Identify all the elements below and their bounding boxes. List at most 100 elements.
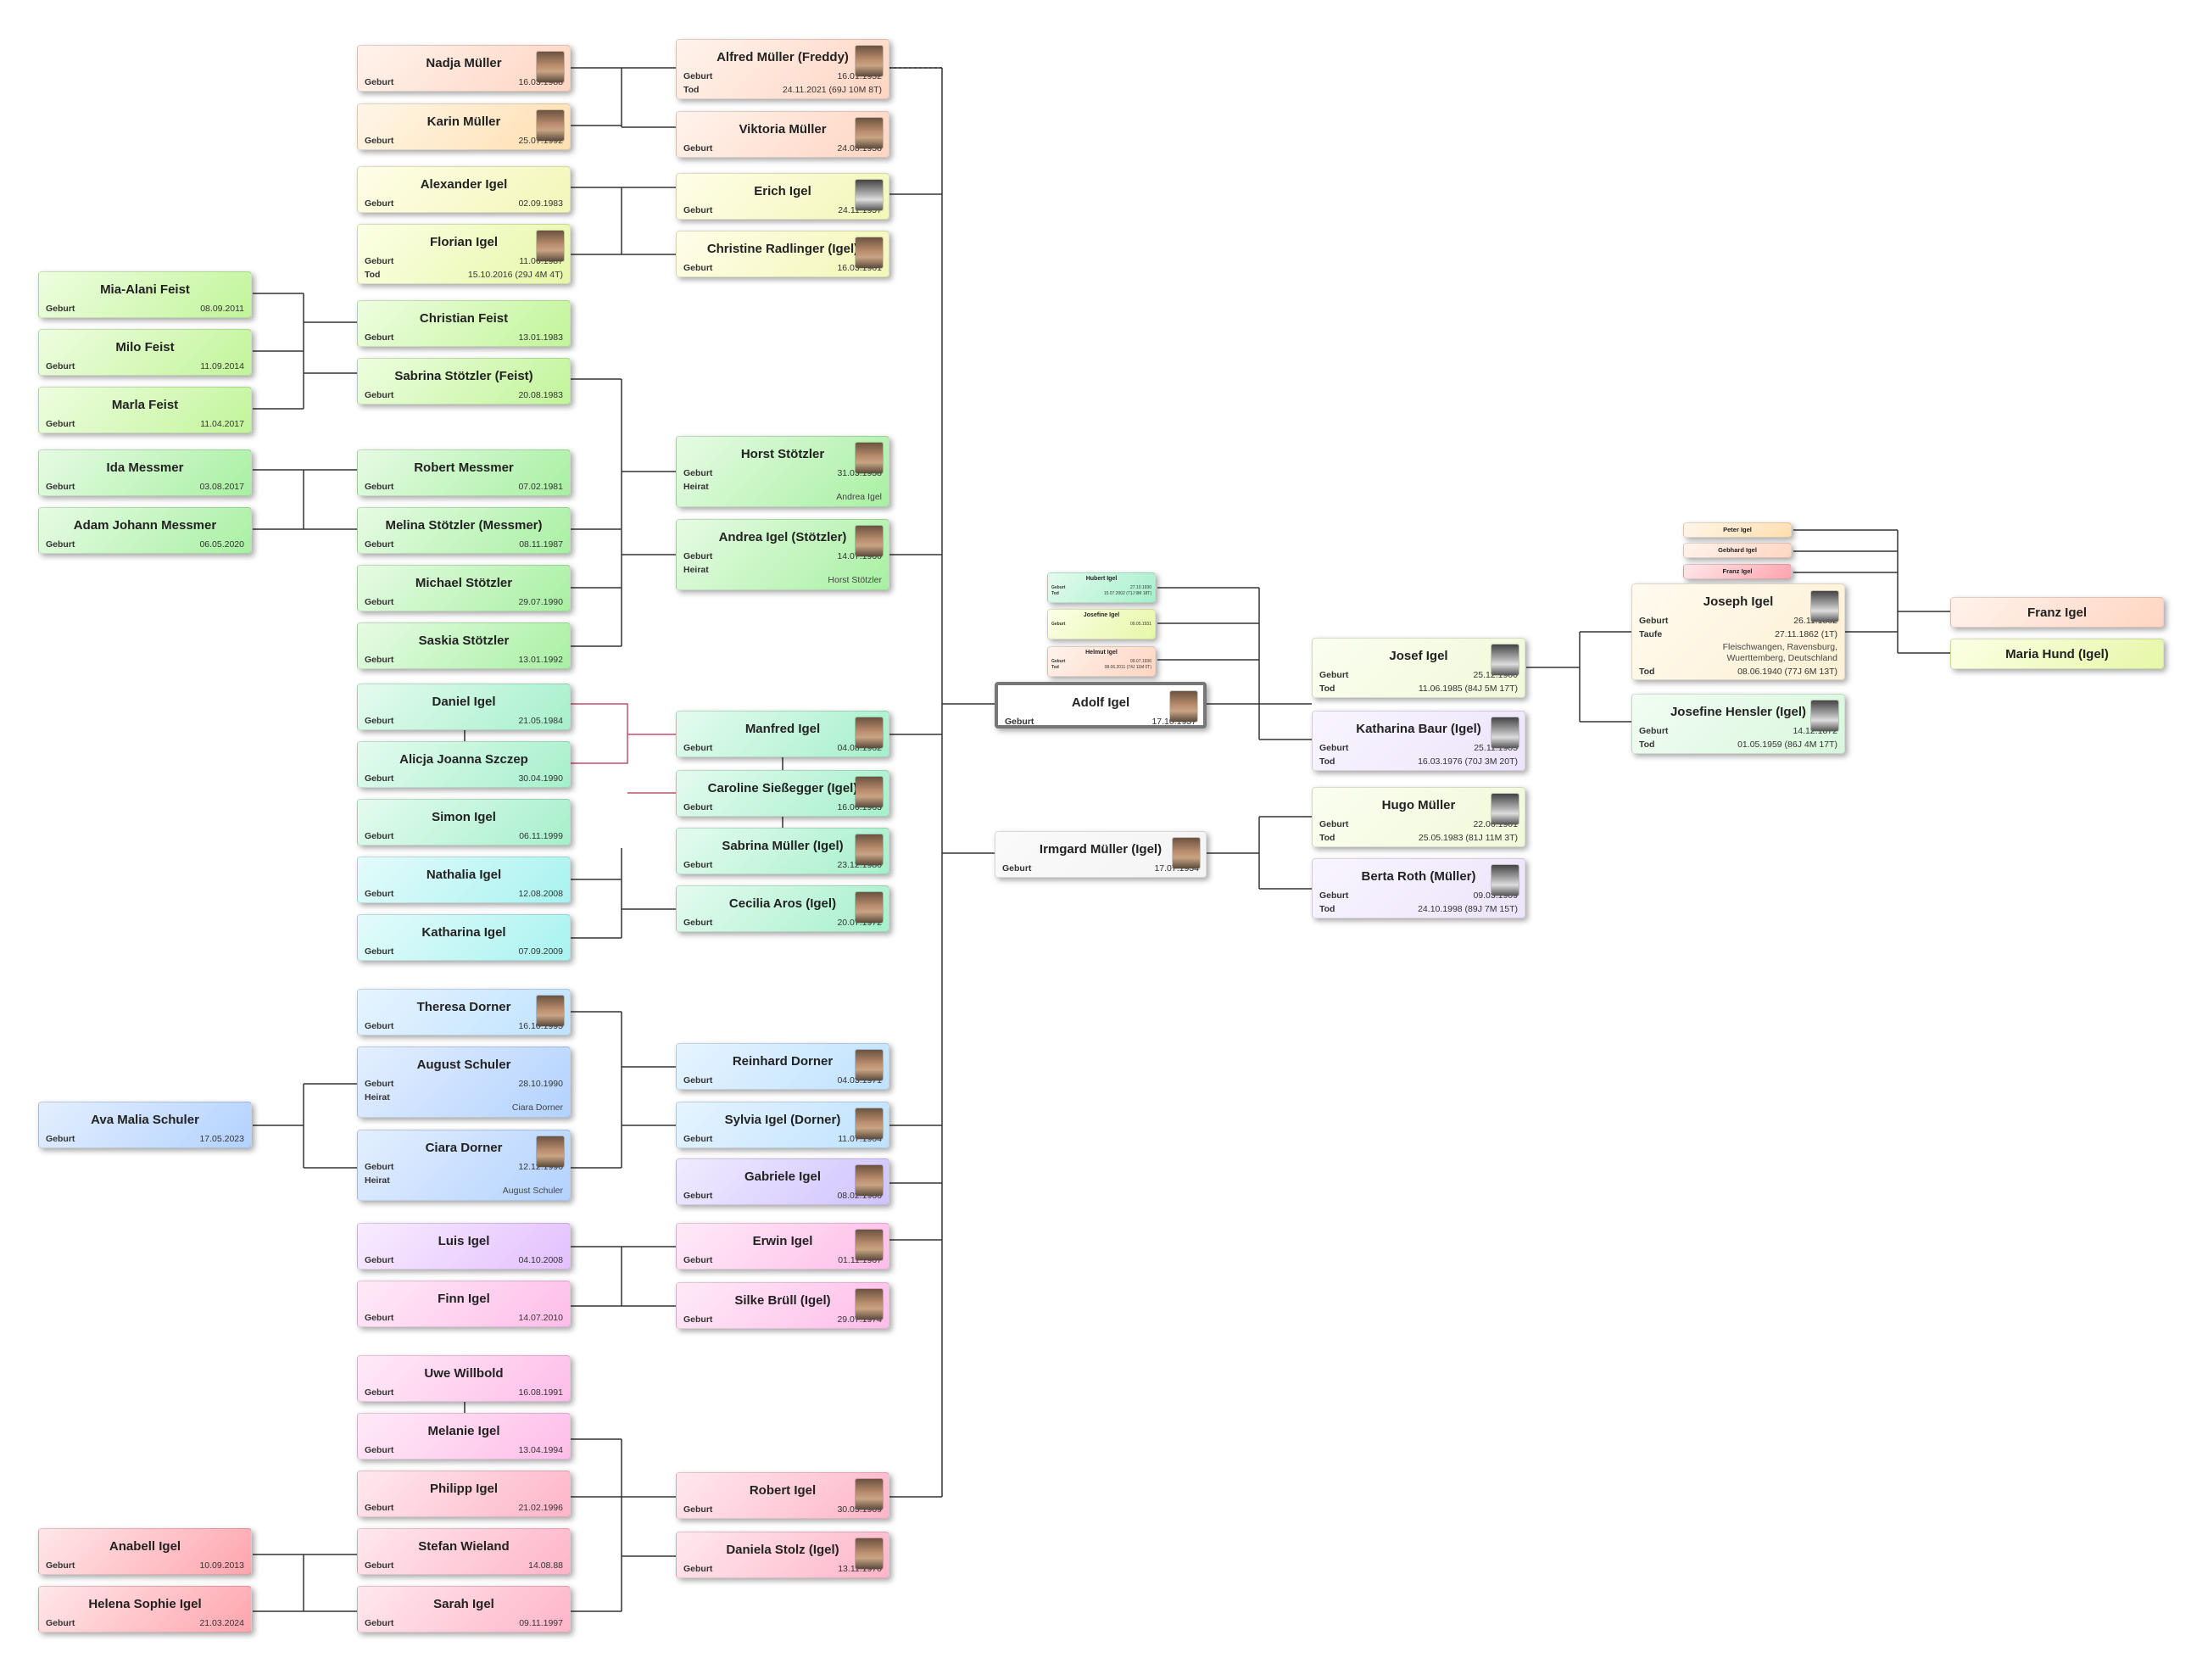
portrait-photo <box>856 118 883 148</box>
person-name: Hubert Igel <box>1085 576 1118 582</box>
birth-label: Geburt <box>365 256 394 266</box>
birth-label: Geburt <box>683 143 713 153</box>
birth-label: Geburt <box>365 1387 394 1398</box>
birth-label: Geburt <box>683 918 713 928</box>
person-card-peter-igel[interactable]: Peter Igel <box>1683 522 1792 538</box>
death-label: Tod <box>1319 684 1335 694</box>
person-name: Franz Igel <box>2027 606 2087 620</box>
birth-label: Geburt <box>365 1162 394 1172</box>
person-name: Melina Stötzler (Messmer) <box>385 518 543 533</box>
person-card-franz-igel[interactable]: Franz Igel <box>1950 597 2164 628</box>
person-card-franz-igel-small[interactable]: Franz Igel <box>1683 564 1792 579</box>
portrait-photo <box>856 717 883 748</box>
portrait-photo <box>856 1165 883 1196</box>
death-date: 15.10.2016 (29J 4M 4T) <box>467 270 563 280</box>
person-name: Alfred Müller (Freddy) <box>716 50 849 64</box>
birth-label: Geburt <box>365 597 394 607</box>
person-name: Hugo Müller <box>1381 798 1456 812</box>
portrait-photo <box>856 443 883 473</box>
marriage-label: Heirat <box>365 1092 390 1102</box>
birth-label: Geburt <box>1051 585 1066 590</box>
birth-label: Geburt <box>683 1191 713 1201</box>
birth-label: Geburt <box>1319 819 1349 829</box>
birth-date: 09.07.1936 <box>1129 659 1151 664</box>
person-name: Erwin Igel <box>752 1234 813 1248</box>
person-name: Robert Igel <box>749 1483 817 1498</box>
person-card-joseph-igel[interactable]: Joseph IgelGeburt26.11.1862Taufe27.11.18… <box>1631 583 1845 680</box>
person-card-maria-hund[interactable]: Maria Hund (Igel) <box>1950 639 2164 669</box>
birth-label: Geburt <box>1639 616 1669 626</box>
birth-label: Geburt <box>365 539 394 550</box>
birth-label: Geburt <box>683 205 713 215</box>
person-card-gebhard-igel[interactable]: Gebhard Igel <box>1683 543 1792 558</box>
person-name: Joseph Igel <box>1703 594 1774 609</box>
person-name: Katharina Igel <box>421 925 506 940</box>
person-name: Gabriele Igel <box>744 1169 822 1184</box>
marriage-label: Heirat <box>683 565 709 575</box>
